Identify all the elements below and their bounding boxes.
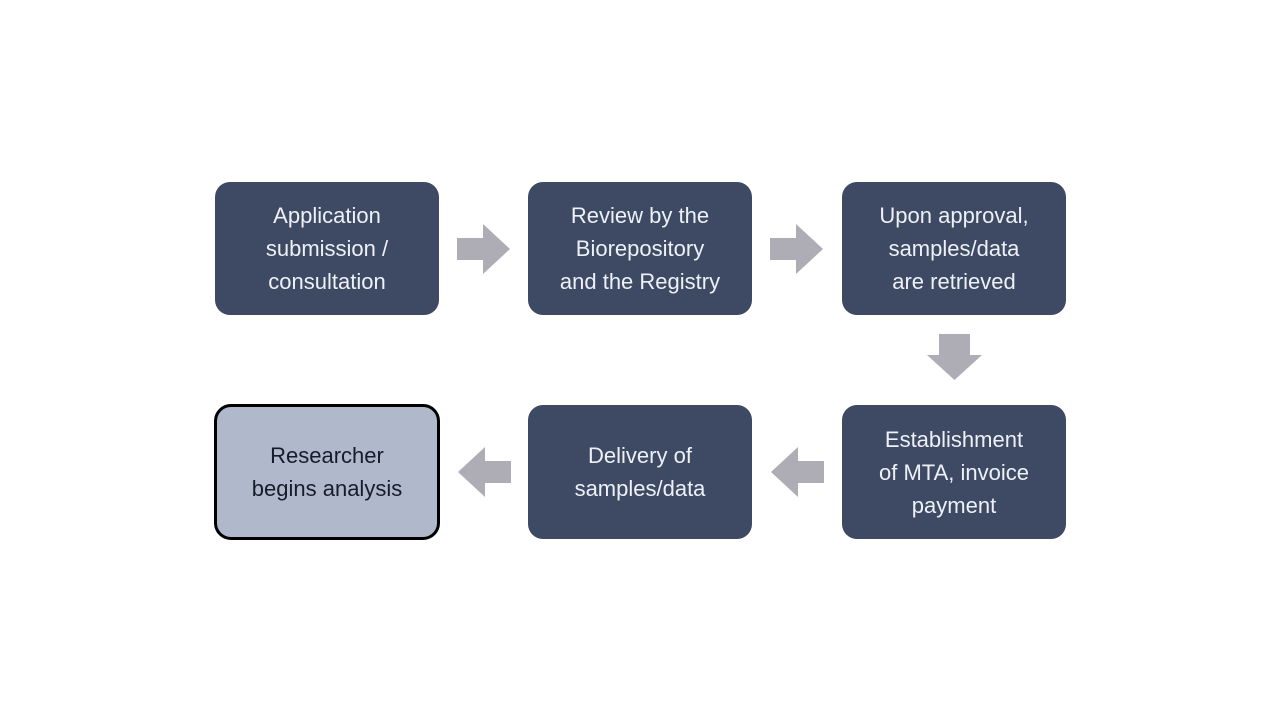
flow-step-delivery: Delivery of samples/data — [528, 405, 752, 539]
flow-step-researcher-analysis: Researcher begins analysis — [214, 404, 440, 540]
arrow-right-icon — [457, 224, 510, 274]
flow-step-label: Application submission / consultation — [265, 203, 389, 294]
flow-step-biorepository-review: Review by the Biorepository and the Regi… — [528, 182, 752, 315]
flow-step-mta-invoice: Establishment of MTA, invoice payment — [842, 405, 1066, 539]
flow-step-samples-retrieved: Upon approval, samples/data are retrieve… — [842, 182, 1066, 315]
arrow-right-icon — [770, 224, 823, 274]
arrow-down-icon — [927, 334, 982, 380]
flow-step-label: Establishment of MTA, invoice payment — [879, 426, 1029, 518]
arrow-left-icon — [771, 447, 824, 497]
flow-step-label: Delivery of samples/data — [574, 443, 706, 501]
flow-step-label: Review by the Biorepository and the Regi… — [559, 203, 721, 294]
flow-step-label: Researcher begins analysis — [251, 443, 403, 501]
flow-step-label: Upon approval, samples/data are retrieve… — [879, 203, 1029, 294]
flow-step-application-submission: Application submission / consultation — [215, 182, 439, 315]
arrow-left-icon — [458, 447, 511, 497]
